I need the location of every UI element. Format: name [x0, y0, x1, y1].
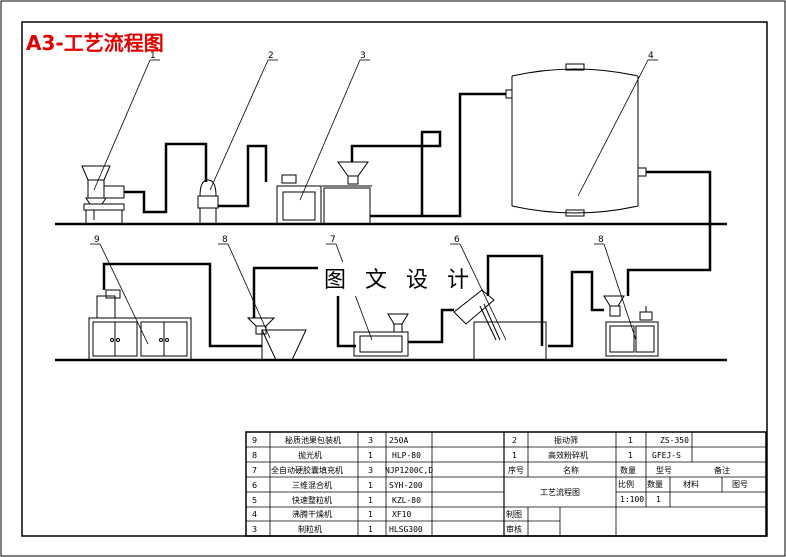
row-qty: 3: [368, 466, 373, 475]
callout-number: 9: [94, 235, 100, 245]
parts-list-table: [245, 431, 767, 537]
bom-right-rows: 2 振动筛 1 ZS-350 1 高效粉碎机 1 GFEJ-S 序号 名称 数量…: [508, 435, 730, 475]
row-qty: 1: [628, 451, 633, 460]
drawing-name: 工艺流程图: [540, 487, 580, 497]
material-label: 材料: [683, 479, 699, 489]
table-header-row: 序号 名称 数量 型号 备注: [508, 465, 730, 475]
table-row: 5 快速整粒机 1 KZL-80: [252, 495, 421, 505]
equipment-packaging-machine: [88, 289, 192, 361]
equipment-fluid-bed-dryer: [505, 63, 647, 217]
row-model: HLP-80: [392, 451, 421, 460]
row-model: KZL-80: [392, 496, 421, 505]
equipment-capsule-filler: [353, 313, 409, 357]
callout-number: 1: [150, 51, 156, 61]
callout-number: 6: [454, 235, 460, 245]
row-no: 4: [252, 510, 257, 519]
equipment-vibrating-screen: [197, 179, 219, 225]
equipment-polisher-left: [246, 317, 307, 361]
row-name: 秘质池果包装机: [285, 435, 341, 445]
table-row: 8 抛光机 1 HLP-80: [252, 450, 421, 460]
row-no: 2: [512, 436, 517, 445]
qty-label: 数量: [647, 479, 663, 489]
row-no: 6: [252, 481, 257, 490]
qty-value: 1: [656, 495, 661, 504]
row-qty: 1: [368, 496, 373, 505]
row-qty: 1: [368, 481, 373, 490]
row-qty: 3: [368, 436, 373, 445]
header-qty: 数量: [620, 465, 636, 475]
header-no: 序号: [508, 465, 524, 475]
row-name: 高效粉碎机: [548, 450, 588, 460]
table-row: 1 高效粉碎机 1 GFEJ-S: [512, 450, 681, 460]
scale-label: 比例: [618, 479, 634, 489]
table-row: 3 制粒机 1 HLSG300: [252, 524, 423, 534]
header-name: 名称: [563, 465, 579, 475]
row-no: 3: [252, 525, 257, 534]
row-no: 5: [252, 496, 257, 505]
callout-number: 7: [330, 235, 336, 245]
row-no: 7: [252, 466, 257, 475]
row-model: ZS-350: [660, 436, 689, 445]
callout-number: 4: [648, 51, 654, 61]
callout-number: 8: [598, 235, 604, 245]
row-model: NJP1200C,D: [385, 466, 433, 475]
row-qty: 1: [368, 510, 373, 519]
header-remark: 备注: [714, 465, 730, 475]
row-name: 振动筛: [554, 435, 578, 445]
process-pipes: [102, 92, 712, 348]
watermark-text: 图 文 设 计: [324, 268, 475, 293]
drawing-title: A3-工艺流程图: [26, 31, 164, 55]
row-no: 1: [512, 451, 517, 460]
equipment-3d-mixer: [453, 289, 547, 361]
equipment-crusher: [81, 165, 125, 224]
row-model: HLSG300: [389, 525, 423, 534]
callout-leaders: [90, 59, 658, 345]
callout-numbers: 1 2 3 4 9 8 7 6 8: [94, 51, 654, 245]
drawn-label: 制图: [506, 509, 522, 519]
row-name: 制粒机: [298, 524, 322, 534]
row-model: 250A: [389, 436, 408, 445]
table-row: 7 全自动硬胶囊填充机 3 NJP1200C,D: [252, 465, 433, 475]
row-name: 抛光机: [298, 450, 322, 460]
checked-label: 审核: [506, 524, 522, 534]
row-name: 全自动硬胶囊填充机: [271, 465, 343, 475]
scale-value: 1:100: [620, 495, 644, 504]
table-row: 2 振动筛 1 ZS-350: [512, 435, 689, 445]
drawing-no-label: 图号: [732, 480, 748, 489]
table-row: 6 三维混合机 1 SYH-200: [252, 480, 423, 490]
row-no: 8: [252, 451, 257, 460]
callout-number: 3: [360, 51, 366, 61]
row-qty: 1: [368, 525, 373, 534]
callout-number: 8: [222, 235, 228, 245]
row-model: XF10: [392, 510, 411, 519]
callout-number: 2: [268, 51, 274, 61]
row-model: GFEJ-S: [652, 451, 681, 460]
row-model: SYH-200: [389, 481, 423, 490]
row-qty: 1: [368, 451, 373, 460]
title-block: 工艺流程图 比例 数量 材料 图号 1:100 1 制图 审核: [506, 479, 748, 534]
row-no: 9: [252, 436, 257, 445]
row-name: 沸腾干燥机: [292, 509, 332, 519]
watermark-backdrop: [318, 262, 468, 296]
row-name: 三维混合机: [292, 480, 332, 490]
bom-left-rows: 9 秘质池果包装机 3 250A 8 抛光机 1 HLP-80 7 全自动硬胶囊…: [252, 435, 433, 534]
equipment-granulator: [276, 161, 372, 225]
header-model: 型号: [656, 466, 672, 475]
row-name: 快速整粒机: [292, 495, 332, 505]
row-qty: 1: [628, 436, 633, 445]
table-row: 4 沸腾干燥机 1 XF10: [252, 509, 411, 519]
table-row: 9 秘质池果包装机 3 250A: [252, 435, 408, 445]
